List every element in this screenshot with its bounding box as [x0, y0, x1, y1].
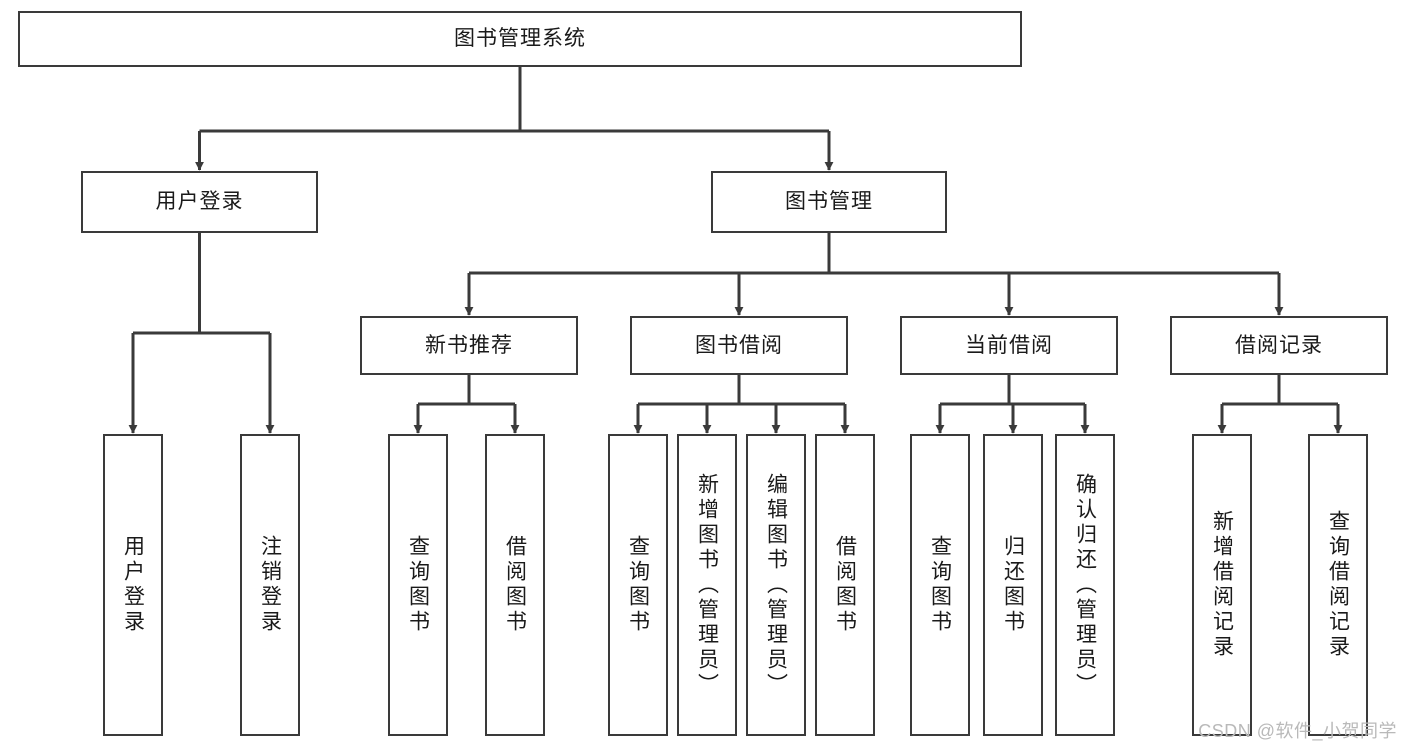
node-leaf-rec-query[interactable]: 查询图书 — [388, 434, 448, 736]
node-leaf-brw-query[interactable]: 查询图书 — [608, 434, 668, 736]
node-leaf-cur-query[interactable]: 查询图书 — [910, 434, 970, 736]
node-label: 当前借阅 — [965, 333, 1053, 357]
node-book-manage[interactable]: 图书管理 — [711, 171, 947, 233]
node-label: 查询图书 — [928, 535, 952, 635]
node-label: 查询图书 — [406, 535, 430, 635]
node-label: 新增图书（管理员） — [695, 472, 719, 698]
node-leaf-brw-add[interactable]: 新增图书（管理员） — [677, 434, 737, 736]
connector-lines — [128, 67, 1343, 434]
watermark-text: CSDN @软件_小贺同学 — [1198, 721, 1397, 741]
node-borrow-record[interactable]: 借阅记录 — [1170, 316, 1388, 375]
node-leaf-brw-borrow[interactable]: 借阅图书 — [815, 434, 875, 736]
node-leaf-cur-return[interactable]: 归还图书 — [983, 434, 1043, 736]
node-leaf-rec-search[interactable]: 查询借阅记录 — [1308, 434, 1368, 736]
node-label: 注销登录 — [258, 535, 282, 635]
node-new-book-rec[interactable]: 新书推荐 — [360, 316, 578, 375]
node-leaf-user-logout[interactable]: 注销登录 — [240, 434, 300, 736]
node-label: 查询借阅记录 — [1326, 510, 1350, 660]
node-book-borrow[interactable]: 图书借阅 — [630, 316, 848, 375]
node-label: 归还图书 — [1001, 535, 1025, 635]
node-leaf-cur-confirm[interactable]: 确认归还（管理员） — [1055, 434, 1115, 736]
node-leaf-user-login[interactable]: 用户登录 — [103, 434, 163, 736]
node-label: 确认归还（管理员） — [1073, 472, 1097, 698]
node-label: 新增借阅记录 — [1210, 510, 1234, 660]
node-label: 借阅图书 — [833, 535, 857, 635]
node-label: 查询图书 — [626, 535, 650, 635]
node-label: 用户登录 — [121, 535, 145, 635]
node-label: 借阅图书 — [503, 535, 527, 635]
node-leaf-rec-add[interactable]: 新增借阅记录 — [1192, 434, 1252, 736]
node-label: 借阅记录 — [1235, 333, 1323, 357]
node-label: 编辑图书（管理员） — [764, 472, 788, 698]
node-leaf-rec-borrow[interactable]: 借阅图书 — [485, 434, 545, 736]
node-label: 图书管理系统 — [454, 27, 586, 51]
node-label: 用户登录 — [155, 190, 244, 214]
node-label: 图书借阅 — [695, 333, 783, 357]
node-label: 图书管理 — [785, 190, 873, 214]
node-root[interactable]: 图书管理系统 — [18, 11, 1022, 67]
node-label: 新书推荐 — [425, 333, 513, 357]
node-user-login[interactable]: 用户登录 — [81, 171, 318, 233]
node-leaf-brw-edit[interactable]: 编辑图书（管理员） — [746, 434, 806, 736]
node-current-borrow[interactable]: 当前借阅 — [900, 316, 1118, 375]
